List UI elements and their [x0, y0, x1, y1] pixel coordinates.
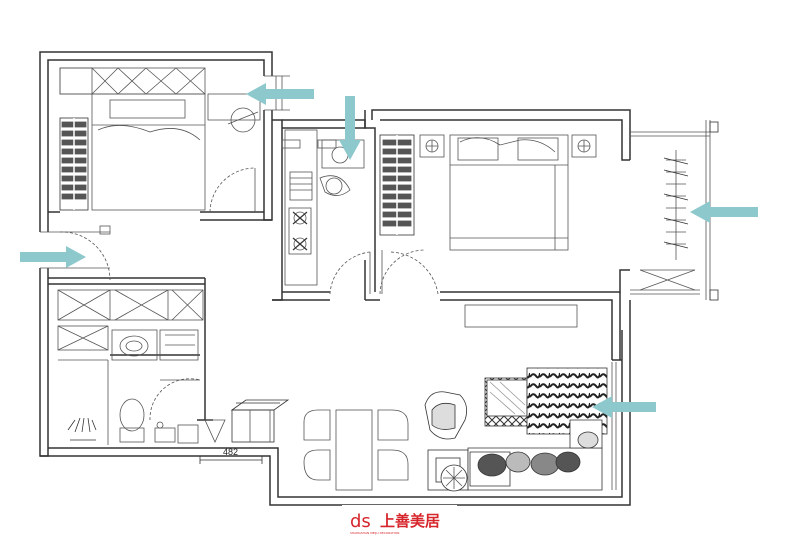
arrow-entry [20, 246, 86, 268]
dimension-label: 482 [223, 447, 238, 457]
arrow-bedroom-2 [690, 201, 758, 223]
brand-logo: ds 上善美居 SHANGSHAN MEIJU DECORATION [342, 505, 457, 537]
window-bedroom-1 [264, 75, 337, 149]
walls [39, 51, 631, 506]
bathroom [57, 289, 290, 464]
logo-mark: ds [350, 511, 371, 532]
window-living [611, 362, 617, 490]
bedroom-2 [379, 134, 689, 328]
kitchen [284, 129, 371, 295]
arrow-bedroom-1 [246, 83, 314, 105]
arrow-living [592, 396, 656, 418]
arrow-kitchen [339, 96, 361, 160]
logo-tagline: SHANGSHAN MEIJU DECORATION [350, 531, 399, 535]
bedroom-1 [59, 67, 261, 213]
entry-door [40, 225, 111, 281]
arrows [20, 83, 758, 418]
dining-area [303, 409, 409, 491]
logo-text: 上善美居 [380, 512, 440, 530]
living-area [424, 367, 608, 492]
